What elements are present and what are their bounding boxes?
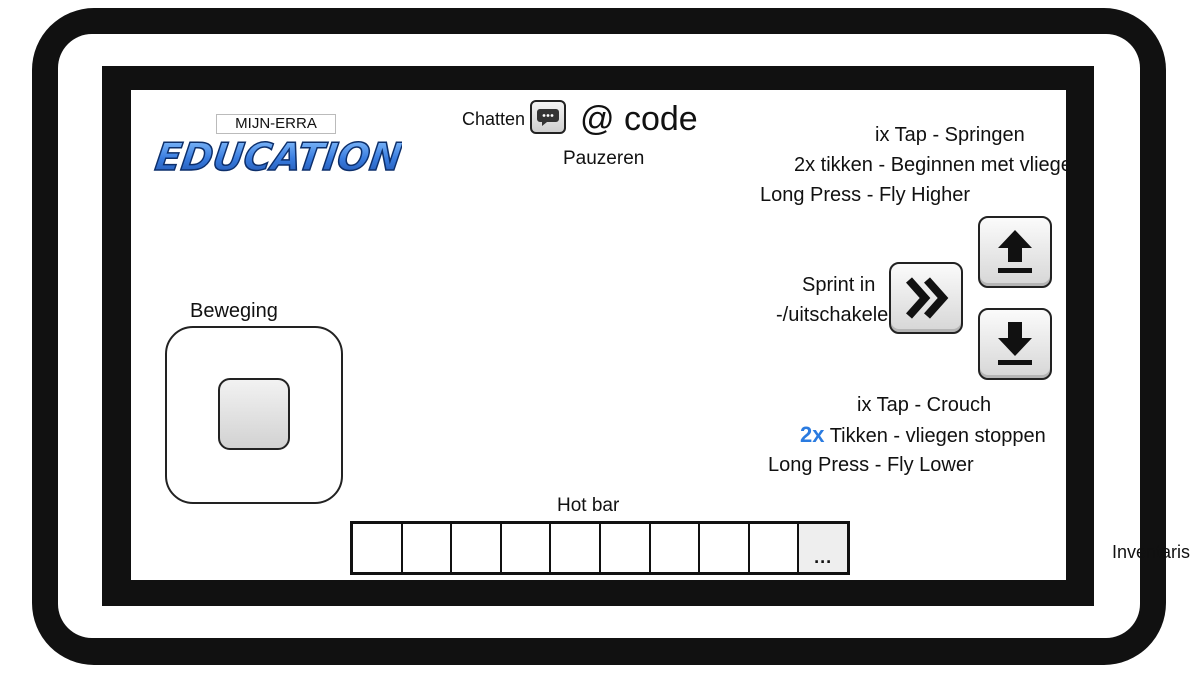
- jump-hint-double-tap: 2x tikken - Beginnen met vliege: [794, 154, 1066, 176]
- sprint-label-line1: Sprint in: [802, 274, 876, 296]
- fly-up-button[interactable]: [978, 216, 1052, 288]
- sprint-toggle-button[interactable]: [889, 262, 963, 334]
- joystick-knob[interactable]: [218, 378, 290, 450]
- education-logo: EDUCATION: [152, 135, 402, 180]
- logo-subtitle: MIJN-ERRA: [216, 114, 336, 134]
- hotbar-slot[interactable]: [452, 524, 502, 572]
- hotbar-slot[interactable]: [403, 524, 453, 572]
- chat-bubble-icon: [537, 109, 559, 126]
- arrow-up-icon: [998, 230, 1032, 273]
- crouch-hint-long-press: Long Press - Fly Lower: [768, 454, 974, 476]
- hotbar-slot[interactable]: [700, 524, 750, 572]
- fly-down-button[interactable]: [978, 308, 1052, 380]
- more-icon: ...: [814, 547, 833, 567]
- hotbar: ...: [350, 521, 850, 575]
- hotbar-slot[interactable]: [353, 524, 403, 572]
- double-tap-badge: 2x: [800, 422, 825, 447]
- crouch-hint-tap: ix Tap - Crouch: [857, 394, 992, 416]
- arrow-down-icon: [998, 322, 1032, 365]
- jump-hint-tap: ix Tap - Springen: [875, 124, 1025, 146]
- hotbar-label: Hot bar: [557, 495, 620, 516]
- crouch-hint-double-tap-text: Tikken - vliegen stoppen: [829, 425, 1046, 447]
- hotbar-slot[interactable]: [651, 524, 701, 572]
- code-label[interactable]: @ code: [580, 100, 698, 138]
- hotbar-slot[interactable]: [551, 524, 601, 572]
- hotbar-slot[interactable]: [601, 524, 651, 572]
- inventory-label: Inventaris: [1112, 542, 1191, 562]
- chat-button[interactable]: [530, 100, 566, 134]
- pause-label[interactable]: Pauzeren: [563, 148, 645, 169]
- logo-word-text: EDUCATION: [152, 136, 402, 180]
- crouch-hint-double-tap: 2x Tikken - vliegen stoppen: [800, 422, 1046, 448]
- movement-label: Beweging: [190, 300, 278, 322]
- hotbar-slot[interactable]: [750, 524, 800, 572]
- inventory-more-button[interactable]: ...: [799, 524, 847, 572]
- hotbar-slot[interactable]: [502, 524, 552, 572]
- jump-hint-long-press: Long Press - Fly Higher: [760, 184, 971, 206]
- double-chevron-icon: [906, 277, 949, 319]
- chat-label: Chatten: [462, 109, 526, 129]
- sprint-label-line2: -/uitschakelen: [776, 304, 900, 326]
